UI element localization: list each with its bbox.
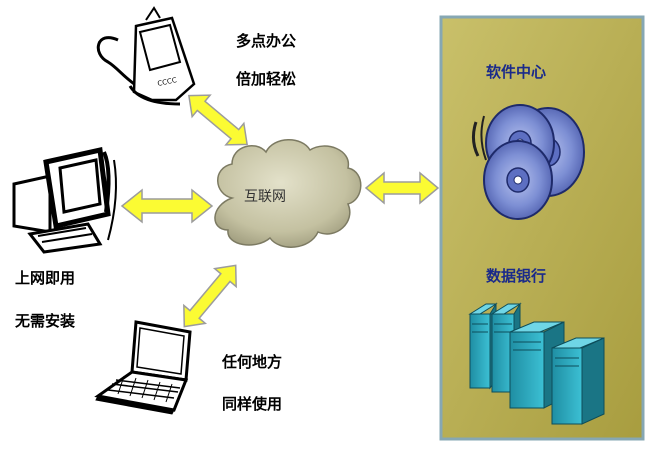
- data-bank-label: 数据银行: [486, 267, 547, 285]
- arrow-desktop-cloud: [120, 188, 214, 224]
- desktop-computer-icon: [12, 146, 117, 254]
- laptop-label-line1: 任何地方: [222, 353, 283, 371]
- pda-icon: CCCC: [96, 6, 196, 106]
- svg-text:CCCC: CCCC: [157, 76, 178, 88]
- desktop-label-line1: 上网即用: [15, 269, 76, 287]
- arrow-laptop-cloud: [183, 264, 237, 328]
- laptop-label-line2: 同样使用: [222, 395, 283, 413]
- pda-label-line1: 多点办公: [236, 32, 297, 50]
- laptop-icon: [94, 320, 192, 415]
- disc-icon: [471, 104, 585, 220]
- cloud-label: 互联网: [244, 189, 286, 205]
- server-icon: [468, 302, 605, 425]
- arrow-cloud-panel: [364, 171, 440, 205]
- pda-label-line2: 倍加轻松: [236, 70, 297, 88]
- internet-cloud-icon: [214, 139, 362, 248]
- desktop-label-line2: 无需安装: [15, 312, 76, 330]
- software-center-label: 软件中心: [486, 63, 547, 81]
- arrow-pda-cloud: [188, 94, 248, 146]
